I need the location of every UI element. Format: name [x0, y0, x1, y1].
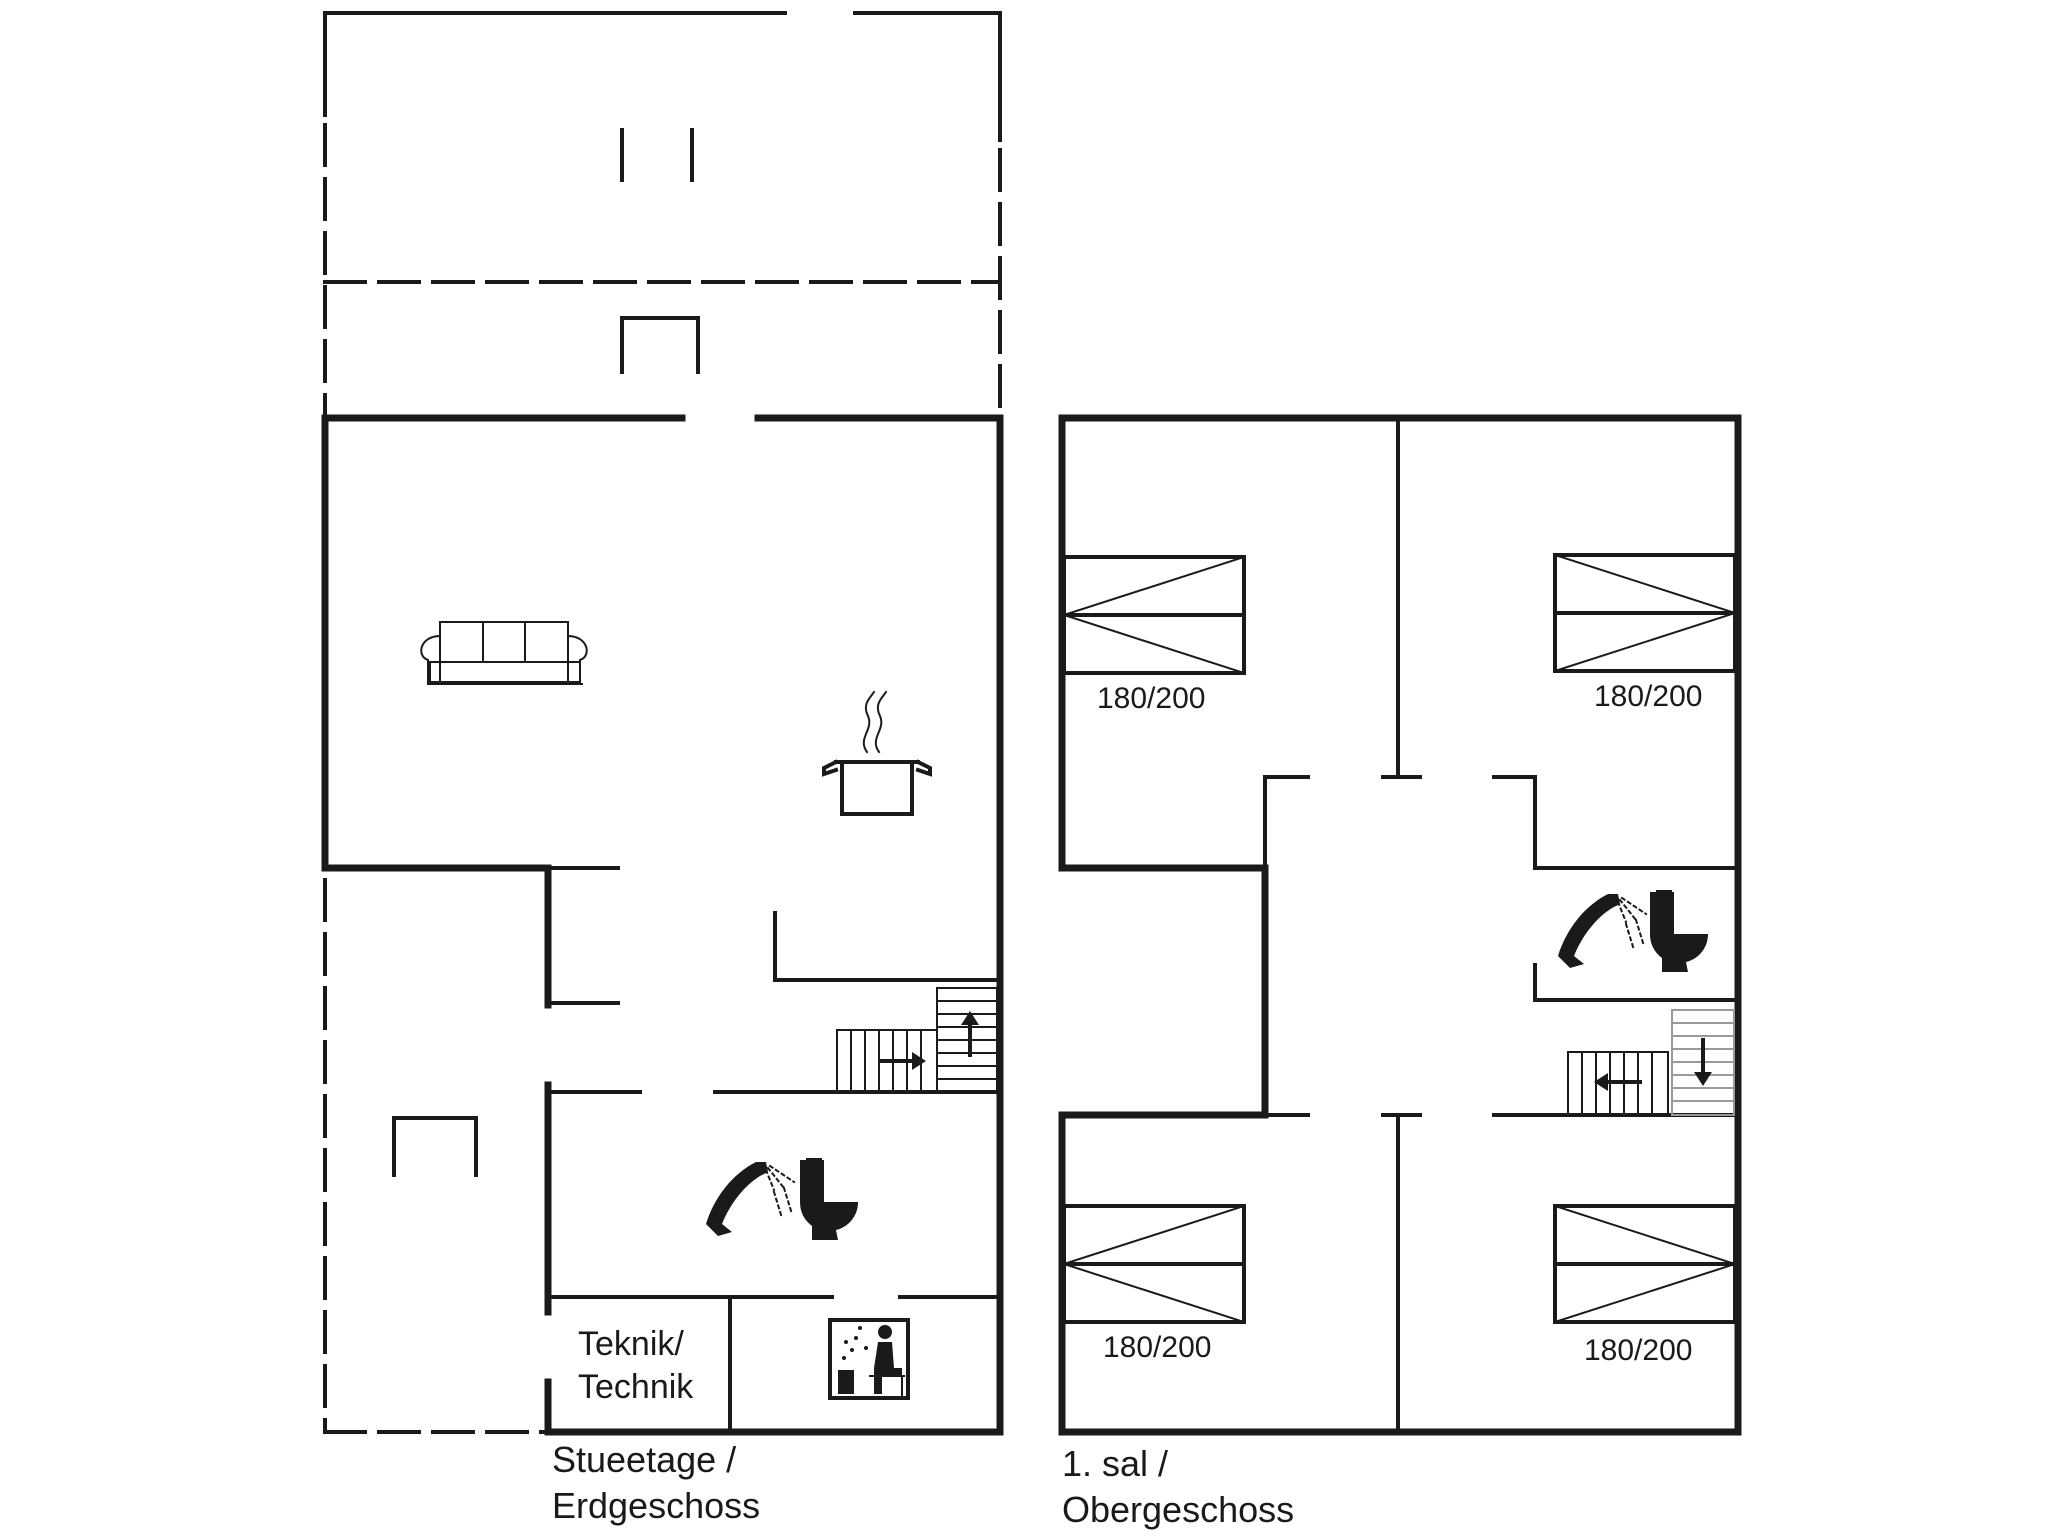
stairs-up-icon	[836, 987, 998, 1093]
bed-icon	[1553, 1204, 1737, 1324]
floor-caption-ground-line2: Erdgeschoss	[552, 1485, 760, 1526]
bed-size-label: 180/200	[1594, 680, 1702, 713]
toilet-icon	[1650, 890, 1708, 972]
bed-size-label: 180/200	[1103, 1331, 1211, 1364]
room-label-teknik-line2: Technik	[578, 1368, 694, 1406]
cooking-pot-icon	[822, 690, 932, 816]
ground-floor-plan: Teknik/ Technik Stueetage / Erdgeschoss	[321, 11, 1004, 1526]
floor-caption-upper-line2: Obergeschoss	[1062, 1489, 1294, 1530]
bed-icon	[1062, 555, 1246, 675]
annex-outline	[323, 878, 550, 1434]
floor-caption-upper-line1: 1. sal /	[1062, 1443, 1168, 1484]
stairs-down-icon	[1567, 1009, 1735, 1116]
sauna-icon	[828, 1318, 910, 1400]
bed-icon	[1062, 1204, 1246, 1324]
ground-outer-walls	[321, 414, 1004, 1436]
room-label-teknik-line1: Teknik/	[578, 1325, 684, 1363]
floor-caption-ground-line1: Stueetage /	[552, 1439, 736, 1480]
upper-floor-plan: 180/200 180/200 180/200 180/200	[1058, 414, 1742, 1530]
bed-size-label: 180/200	[1584, 1334, 1692, 1367]
shower-icon	[1558, 894, 1648, 968]
terrace-outline	[323, 11, 1002, 417]
bed-icon	[1553, 553, 1737, 673]
upper-interior-walls	[1263, 416, 1740, 1434]
toilet-icon	[800, 1158, 858, 1240]
shower-icon	[706, 1162, 796, 1236]
sofa-icon	[420, 621, 588, 685]
bed-size-label: 180/200	[1097, 682, 1205, 715]
